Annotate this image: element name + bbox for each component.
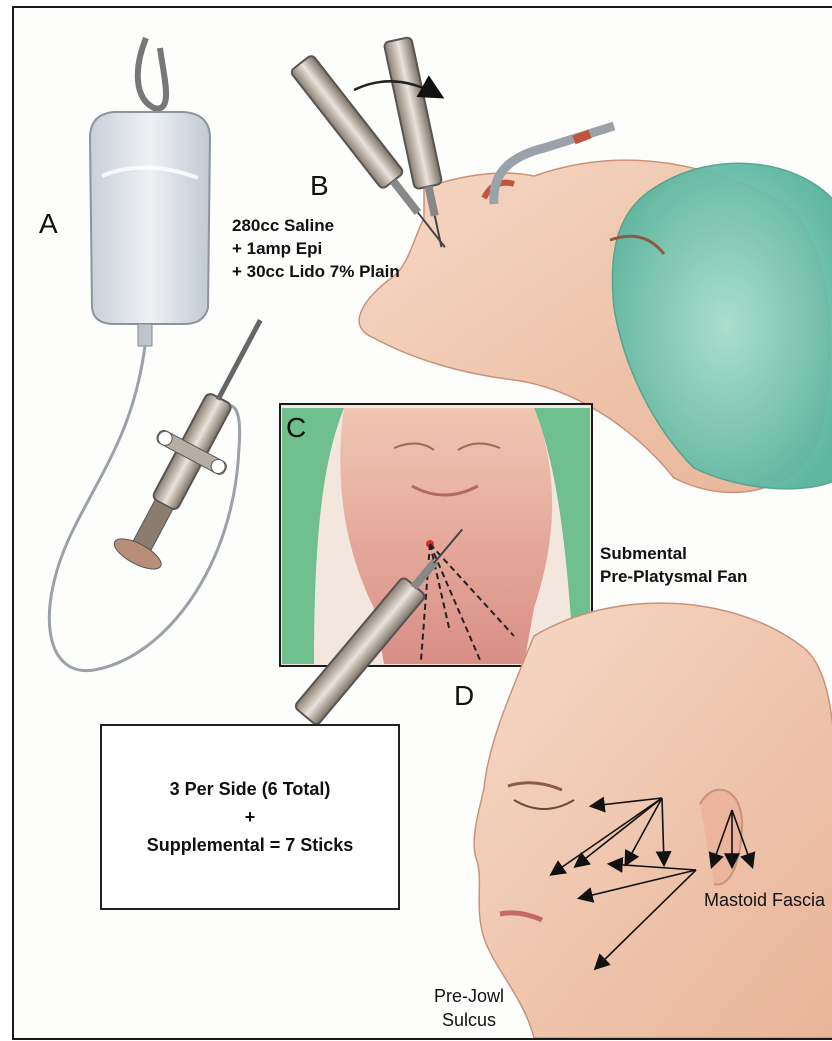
summary-line-1: 3 Per Side (6 Total) (170, 775, 331, 803)
label-b: B (310, 170, 329, 202)
summary-line-3: Supplemental = 7 Sticks (147, 831, 354, 859)
solution-line-2: + 1amp Epi (232, 237, 400, 260)
summary-line-2: + (245, 803, 256, 831)
solution-recipe: 280cc Saline + 1amp Epi + 30cc Lido 7% P… (232, 214, 400, 283)
illustration-frame: A B C D 280cc Saline + 1amp Epi + 30cc L… (12, 6, 832, 1040)
pre-jowl-label: Pre-Jowl Sulcus (434, 984, 504, 1032)
side-face-illustration (474, 603, 832, 1038)
label-c: C (286, 412, 306, 444)
pre-jowl-line-2: Sulcus (434, 1008, 504, 1032)
fan-line-2: Pre-Platysmal Fan (600, 565, 747, 588)
mastoid-fascia-label: Mastoid Fascia (704, 888, 825, 912)
fan-label: Submental Pre-Platysmal Fan (600, 542, 747, 588)
label-d: D (454, 680, 474, 712)
solution-line-1: 280cc Saline (232, 214, 400, 237)
pre-jowl-line-1: Pre-Jowl (434, 984, 504, 1008)
solution-line-3: + 30cc Lido 7% Plain (232, 260, 400, 283)
submental-inset (280, 404, 592, 666)
label-a: A (39, 208, 58, 240)
iv-bag-illustration (49, 38, 295, 671)
sticks-summary-box: 3 Per Side (6 Total) + Supplemental = 7 … (100, 724, 400, 910)
fan-line-1: Submental (600, 542, 747, 565)
